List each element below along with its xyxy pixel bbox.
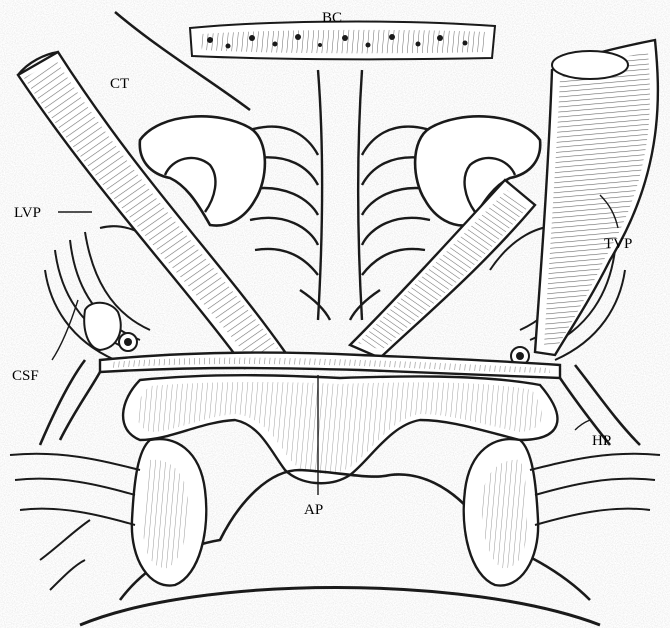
label-ct: CT <box>110 76 129 92</box>
label-hp: HP <box>592 433 611 449</box>
label-ap: AP <box>304 502 323 518</box>
right-tonsil <box>464 439 538 585</box>
label-bc: BC <box>322 10 342 26</box>
left-tonsil <box>132 439 206 585</box>
label-csf: CSF <box>12 368 39 384</box>
basicranium <box>190 22 495 60</box>
label-lvp: LVP <box>14 205 41 221</box>
label-tvp: TVP <box>604 236 632 252</box>
